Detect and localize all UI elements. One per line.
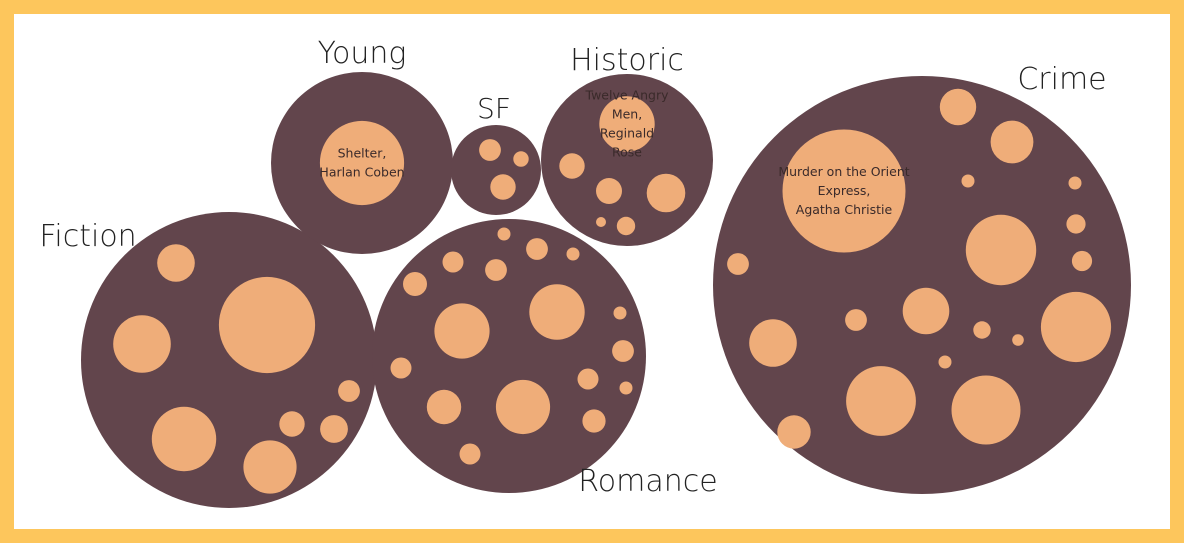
group-label-historic: Historic [570,43,684,78]
book-circle-romance-9[interactable] [577,368,599,390]
book-circle-fiction-0[interactable] [218,276,316,374]
book-circle-fiction-3[interactable] [243,440,297,494]
book-circle-romance-4[interactable] [403,272,427,296]
book-circle-romance-8[interactable] [526,238,548,260]
book-circle-romance-3[interactable] [426,389,462,425]
book-circle-crime-8[interactable] [939,88,977,126]
book-circle-crime-15[interactable] [1068,176,1082,190]
group-sf[interactable]: SF [451,92,541,215]
group-circle-romance[interactable] [372,219,646,493]
group-label-crime: Crime [1017,62,1106,97]
book-circle-historic-5[interactable] [596,217,606,227]
group-label-sf: SF [477,92,511,125]
book-circle-historic-0[interactable] [599,96,655,152]
group-label-romance: Romance [578,464,717,499]
book-circle-crime-3[interactable] [846,366,916,436]
book-circle-fiction-6[interactable] [279,411,305,437]
book-circle-sf-0[interactable] [490,174,516,200]
group-romance[interactable]: Romance [372,219,718,499]
book-circle-crime-5[interactable] [749,319,797,367]
book-circle-romance-16[interactable] [566,247,580,261]
book-circle-fiction-1[interactable] [151,406,217,472]
book-circle-historic-2[interactable] [596,178,622,204]
book-circle-romance-12[interactable] [390,357,412,379]
book-circle-crime-10[interactable] [727,253,749,275]
book-circle-crime-9[interactable] [777,415,811,449]
book-circle-romance-7[interactable] [485,259,507,281]
book-circle-crime-14[interactable] [973,321,991,339]
book-circle-historic-1[interactable] [646,173,686,213]
book-circle-romance-11[interactable] [459,443,481,465]
book-circle-crime-4[interactable] [951,375,1021,445]
book-circle-romance-5[interactable] [582,409,606,433]
book-label-young-0: Shelter,Harlan Coben [319,146,404,180]
book-circle-crime-11[interactable] [845,309,867,331]
group-circle-crime[interactable] [713,76,1131,494]
book-circle-romance-15[interactable] [497,227,511,241]
book-circle-crime-7[interactable] [990,120,1034,164]
book-circle-fiction-4[interactable] [157,244,195,282]
group-young[interactable]: Shelter,Harlan Coben Young [271,36,453,254]
book-circle-crime-13[interactable] [1066,214,1086,234]
book-circle-fiction-2[interactable] [113,315,171,373]
group-fiction[interactable]: Fiction [39,212,377,508]
book-circle-historic-3[interactable] [559,153,585,179]
book-circle-crime-16[interactable] [961,174,975,188]
book-circle-romance-6[interactable] [612,340,634,362]
book-circle-crime-1[interactable] [965,214,1037,286]
book-circle-crime-6[interactable] [902,287,950,335]
book-circle-fiction-5[interactable] [320,415,348,443]
book-circle-historic-4[interactable] [616,216,636,236]
book-circle-crime-2[interactable] [1040,291,1112,363]
book-circle-young-0[interactable] [319,120,405,206]
group-circle-sf[interactable] [451,125,541,215]
book-circle-crime-0[interactable] [782,129,906,253]
group-label-young: Young [318,36,407,71]
book-circle-crime-17[interactable] [1012,334,1024,346]
book-circle-sf-1[interactable] [479,139,501,161]
book-circle-romance-13[interactable] [619,381,633,395]
book-circle-romance-14[interactable] [613,306,627,320]
book-circle-romance-1[interactable] [434,303,490,359]
book-circle-romance-0[interactable] [529,284,585,340]
group-label-fiction: Fiction [39,219,136,254]
book-circle-crime-18[interactable] [938,355,952,369]
book-circle-fiction-7[interactable] [338,380,360,402]
book-circle-romance-10[interactable] [442,251,464,273]
book-circle-sf-2[interactable] [513,151,529,167]
book-circle-romance-2[interactable] [495,379,551,435]
book-circle-crime-12[interactable] [1071,250,1093,272]
